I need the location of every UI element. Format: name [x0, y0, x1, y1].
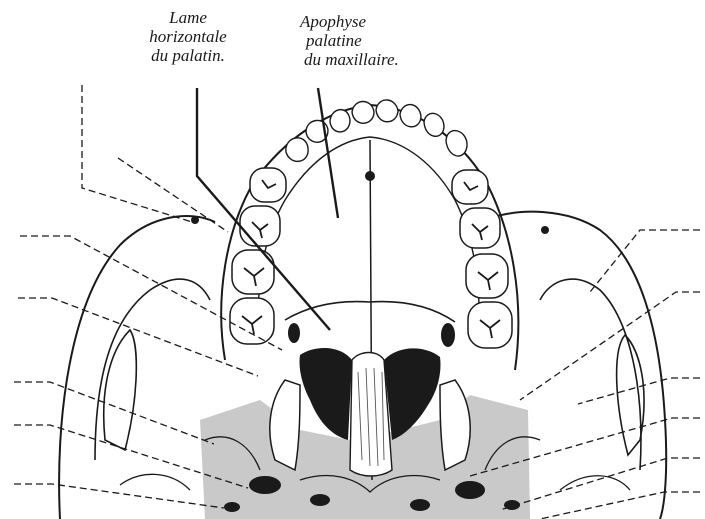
left-pterygoid — [270, 380, 300, 470]
right-zygomatic-process — [617, 335, 644, 455]
dental-arch-inner — [258, 137, 479, 340]
left-arch-inner — [95, 279, 210, 460]
label-lame-horizontale: Lame horizontale du palatin. — [118, 8, 258, 65]
label-apophyse-palatine-line2: palatine — [300, 31, 399, 50]
label-lame-horizontale-line3: du palatin. — [118, 46, 258, 65]
leader-apophyse-palatine — [318, 88, 338, 218]
label-apophyse-palatine-line3: du maxillaire. — [300, 50, 399, 69]
palatine-suture — [285, 302, 455, 322]
right-pterygoid — [440, 380, 470, 470]
label-lame-horizontale-line2: horizontale — [118, 27, 258, 46]
left-molars — [230, 168, 286, 344]
left-choana — [299, 348, 352, 440]
label-apophyse-palatine: Apophyse palatine du maxillaire. — [300, 12, 399, 69]
left-zygomatic-process — [104, 330, 137, 450]
label-apophyse-palatine-line1: Apophyse — [300, 12, 399, 31]
label-lame-horizontale-line1: Lame — [118, 8, 258, 27]
incisive-foramen — [365, 171, 375, 181]
front-teeth — [286, 100, 467, 161]
